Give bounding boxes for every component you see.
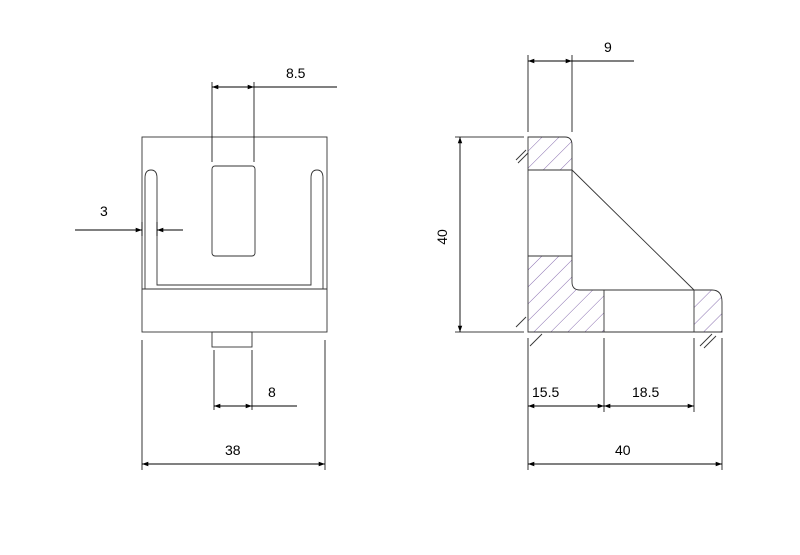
dim-side-total-width: 40 xyxy=(615,442,631,458)
side-outline xyxy=(527,136,723,333)
front-pin xyxy=(211,331,253,348)
side-view: 9 40 15.5 18.5 40 xyxy=(434,39,723,470)
front-view: 8.5 3 8 38 xyxy=(75,65,337,470)
side-rib-diagonal xyxy=(571,169,695,291)
dim-segment-right: 18.5 xyxy=(632,384,659,400)
dim-front-total-width: 38 xyxy=(225,442,241,458)
dim-wall-thickness: 3 xyxy=(100,203,108,219)
section-hatch-corner xyxy=(528,256,604,332)
section-hatch-top xyxy=(528,137,572,170)
dim-pin-width: 8 xyxy=(268,384,276,400)
dim-flange-thickness: 9 xyxy=(604,39,612,55)
dim-side-height: 40 xyxy=(434,229,450,245)
section-hatch-right xyxy=(694,290,722,332)
dim-segment-left: 15.5 xyxy=(532,384,559,400)
front-u-channel xyxy=(144,169,324,289)
dim-slot-width: 8.5 xyxy=(286,65,306,81)
front-slot xyxy=(211,165,256,257)
